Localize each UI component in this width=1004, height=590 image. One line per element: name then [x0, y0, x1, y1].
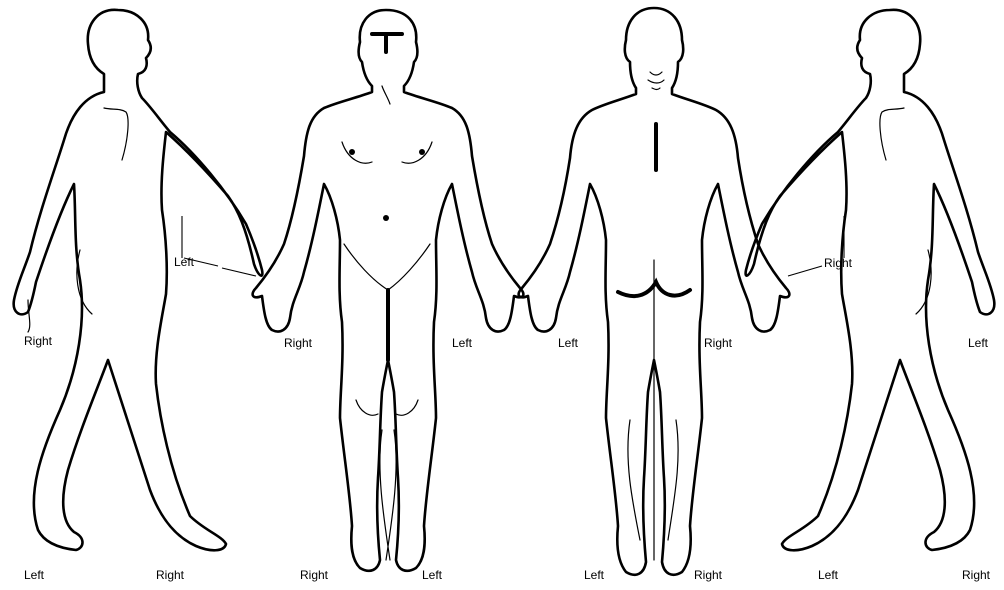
figure-back-view: Left Right Left Right: [519, 8, 790, 582]
label-front-left-foot: Left: [422, 568, 443, 582]
figure-front-view: Right Left Right Left: [253, 10, 524, 582]
label-v1-right-foot: Right: [156, 568, 185, 582]
side-figure-outline: [14, 10, 263, 550]
label-back-left-hand: Left: [558, 336, 579, 350]
front-nipple-left: [419, 149, 425, 155]
label-front-right-hand: Right: [284, 336, 313, 350]
label-back-right-foot: Right: [694, 568, 723, 582]
label-front-left-hand: Left: [452, 336, 473, 350]
label-v4-left-hand: Left: [968, 336, 989, 350]
front-head-mark: [372, 34, 402, 52]
label-back-left-foot: Left: [584, 568, 605, 582]
label-v4-left-foot: Left: [818, 568, 839, 582]
label-v1-left-foot: Left: [24, 568, 45, 582]
label-back-right-hand: Right: [704, 336, 733, 350]
label-v4-right-foot: Right: [962, 568, 991, 582]
label-v1-right-hand: Right: [24, 334, 53, 348]
label-v1-left-arm: Left: [174, 255, 195, 269]
label-v4-right-arm: Right: [824, 256, 853, 270]
label-front-right-foot: Right: [300, 568, 329, 582]
side-figure-outline-mirrored: [746, 10, 995, 550]
front-nipple-right: [349, 149, 355, 155]
figure-side-view-left: Left Right Left Right: [14, 10, 263, 582]
front-navel: [383, 215, 389, 221]
